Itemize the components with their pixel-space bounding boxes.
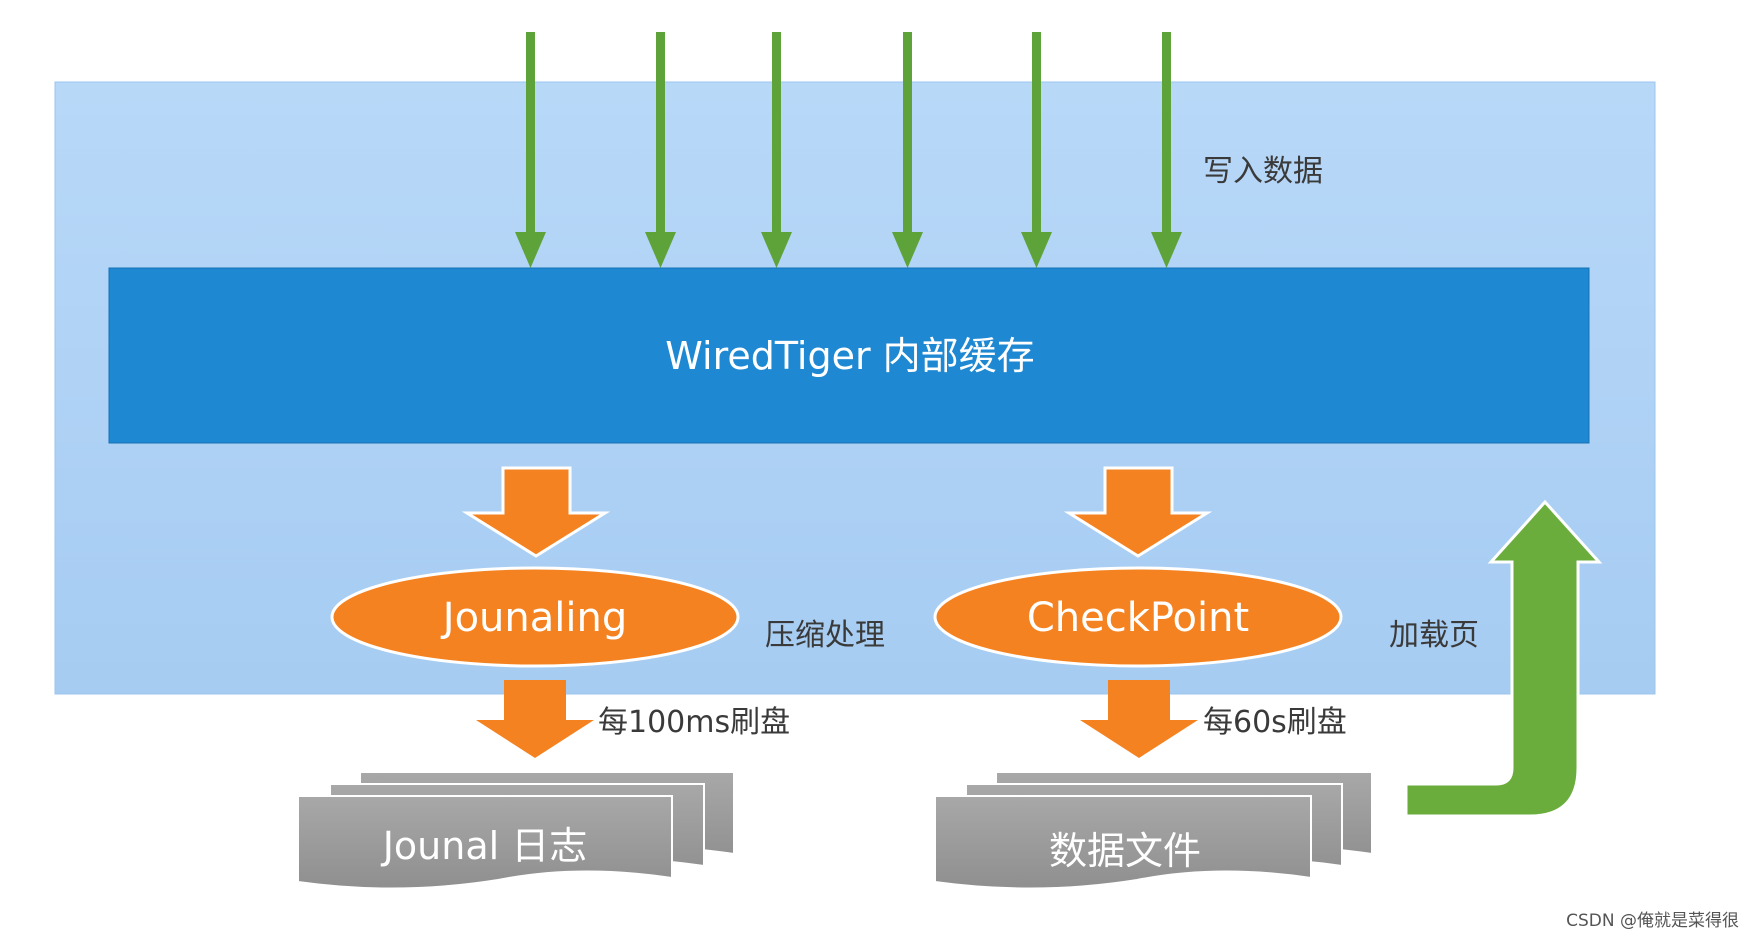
- write-arrow: [892, 32, 923, 268]
- load-page-label: 加载页: [1389, 618, 1479, 653]
- write-arrow: [515, 32, 546, 268]
- document-sheet: [934, 795, 1312, 890]
- watermark: CSDN @俺就是菜得很: [1566, 911, 1739, 931]
- document-sheet: [297, 795, 673, 890]
- journal-flush-label: 每100ms刷盘: [598, 705, 790, 740]
- write-arrow: [1021, 32, 1052, 268]
- write-arrows: [515, 32, 1182, 268]
- write-arrow: [1151, 32, 1182, 268]
- write-label: 写入数据: [1203, 154, 1323, 189]
- compression-label: 压缩处理: [765, 618, 885, 653]
- journal-log-stack: Jounal 日志: [297, 771, 735, 890]
- data-file-stack: 数据文件: [934, 771, 1373, 890]
- cache-label: WiredTiger 内部缓存: [665, 334, 1034, 378]
- cache-bar: [108, 267, 1590, 444]
- journal-flush-arrow: [476, 680, 594, 758]
- write-arrow: [645, 32, 676, 268]
- checkpoint-label: CheckPoint: [1027, 595, 1249, 641]
- load-page-arrow: [1404, 499, 1603, 818]
- checkpoint-flush-arrow: [1080, 680, 1198, 758]
- journaling-down-arrow: [461, 466, 611, 558]
- journal-log-label: Jounal 日志: [381, 824, 588, 868]
- journaling-node: [330, 566, 740, 668]
- checkpoint-node: [933, 566, 1343, 668]
- write-arrow: [761, 32, 792, 268]
- checkpoint-flush-label: 每60s刷盘: [1203, 705, 1347, 740]
- data-file-label: 数据文件: [1049, 829, 1201, 873]
- journaling-label: Jounaling: [440, 595, 627, 641]
- checkpoint-down-arrow: [1063, 466, 1213, 558]
